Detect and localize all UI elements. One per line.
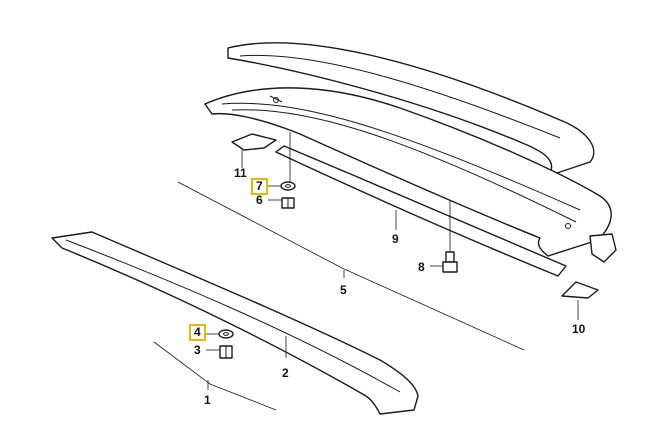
callout-2[interactable]: 2 — [282, 366, 289, 380]
callout-3[interactable]: 3 — [194, 343, 201, 357]
callout-7[interactable]: 7 — [251, 178, 268, 195]
callout-11[interactable]: 11 — [234, 166, 247, 180]
pad-10 — [561, 281, 599, 299]
callout-4[interactable]: 4 — [189, 324, 206, 341]
lead-line-5 — [177, 181, 525, 351]
nut-3 — [219, 345, 233, 359]
callout-6[interactable]: 6 — [256, 193, 263, 207]
callout-1[interactable]: 1 — [204, 393, 211, 407]
callout-9[interactable]: 9 — [392, 232, 399, 246]
seal-strip-9 — [275, 145, 567, 277]
washer-4 — [218, 329, 234, 339]
callout-10[interactable]: 10 — [572, 322, 586, 336]
nut-6 — [281, 197, 295, 209]
lead-line-1 — [153, 341, 277, 411]
spoiler-upper — [227, 42, 595, 177]
pad-11 — [231, 133, 277, 151]
washer-7 — [280, 181, 296, 191]
callout-8[interactable]: 8 — [418, 260, 425, 274]
callout-5[interactable]: 5 — [340, 283, 347, 297]
spoiler-tray — [204, 87, 617, 263]
bolt-8 — [442, 251, 458, 273]
spoiler-lip-2 — [51, 231, 419, 415]
